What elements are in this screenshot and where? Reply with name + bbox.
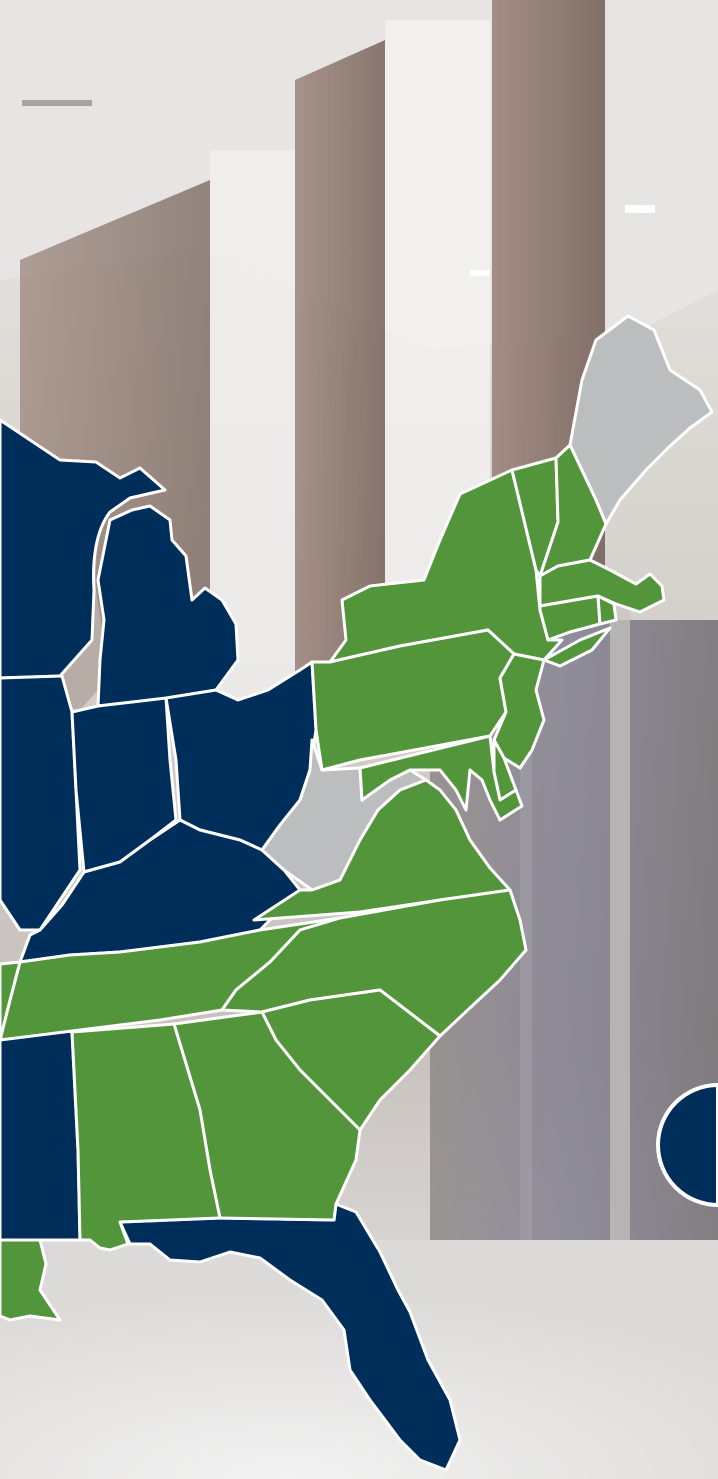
state-maine[interactable]: [568, 314, 714, 526]
state-florida[interactable]: [118, 1202, 462, 1472]
state-alabama[interactable]: [70, 1022, 222, 1252]
state-mississippi[interactable]: [0, 1010, 82, 1242]
state-illinois[interactable]: [0, 674, 82, 932]
state-maryland[interactable]: [358, 734, 524, 822]
state-michigan[interactable]: [96, 504, 240, 708]
state-wisconsin[interactable]: [0, 418, 167, 680]
map-pin-badge-icon: [656, 1082, 718, 1208]
state-louisiana[interactable]: [0, 1238, 62, 1322]
state-rhode-island[interactable]: [596, 594, 618, 626]
state-new-jersey[interactable]: [492, 652, 546, 770]
state-arkansas[interactable]: [0, 960, 22, 1042]
state-long-island[interactable]: [542, 626, 612, 668]
